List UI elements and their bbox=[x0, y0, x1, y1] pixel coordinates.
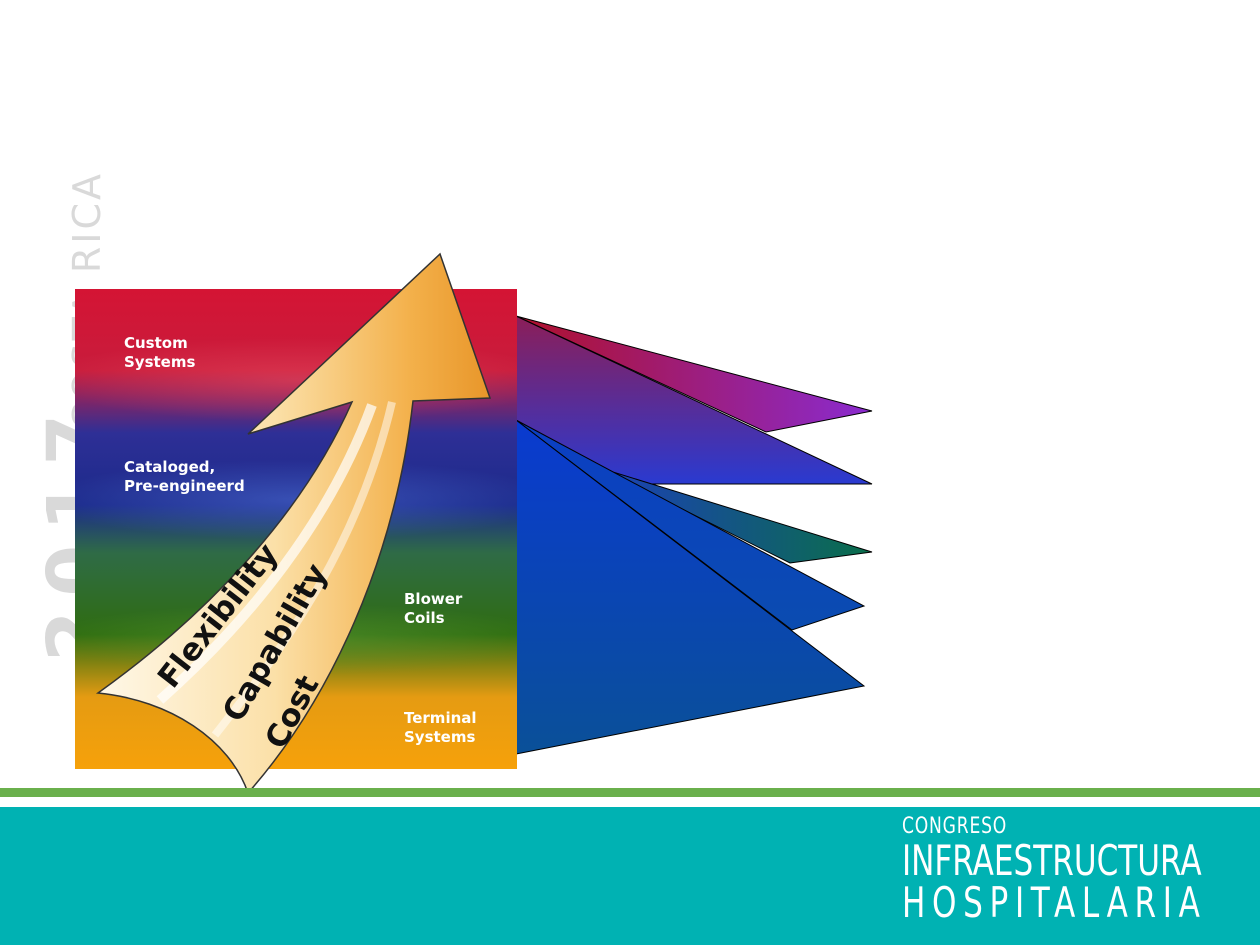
band-label-custom: Custom Systems bbox=[124, 334, 195, 371]
band-label-blower: Blower Coils bbox=[404, 590, 468, 627]
footer-white-stripe bbox=[0, 797, 1260, 807]
fan-triangles bbox=[515, 315, 873, 755]
brand-line-infraestructura: INFRAESTRUCTURA bbox=[902, 836, 1202, 885]
brand-line-congreso: CONGRESO bbox=[902, 814, 1008, 839]
band-label-terminal: Terminal Systems bbox=[404, 709, 482, 746]
footer-teal-band bbox=[0, 807, 1260, 945]
growth-arrow-shape bbox=[95, 252, 492, 795]
band-label-cataloged: Cataloged, Pre-engineerd bbox=[124, 458, 245, 495]
footer-green-stripe bbox=[0, 788, 1260, 797]
brand-logo: CONGRESO INFRAESTRUCTURA HOSPITALARIA bbox=[902, 814, 1260, 924]
brand-line-hospitalaria: HOSPITALARIA bbox=[902, 878, 1207, 927]
triangle-1 bbox=[515, 315, 873, 433]
